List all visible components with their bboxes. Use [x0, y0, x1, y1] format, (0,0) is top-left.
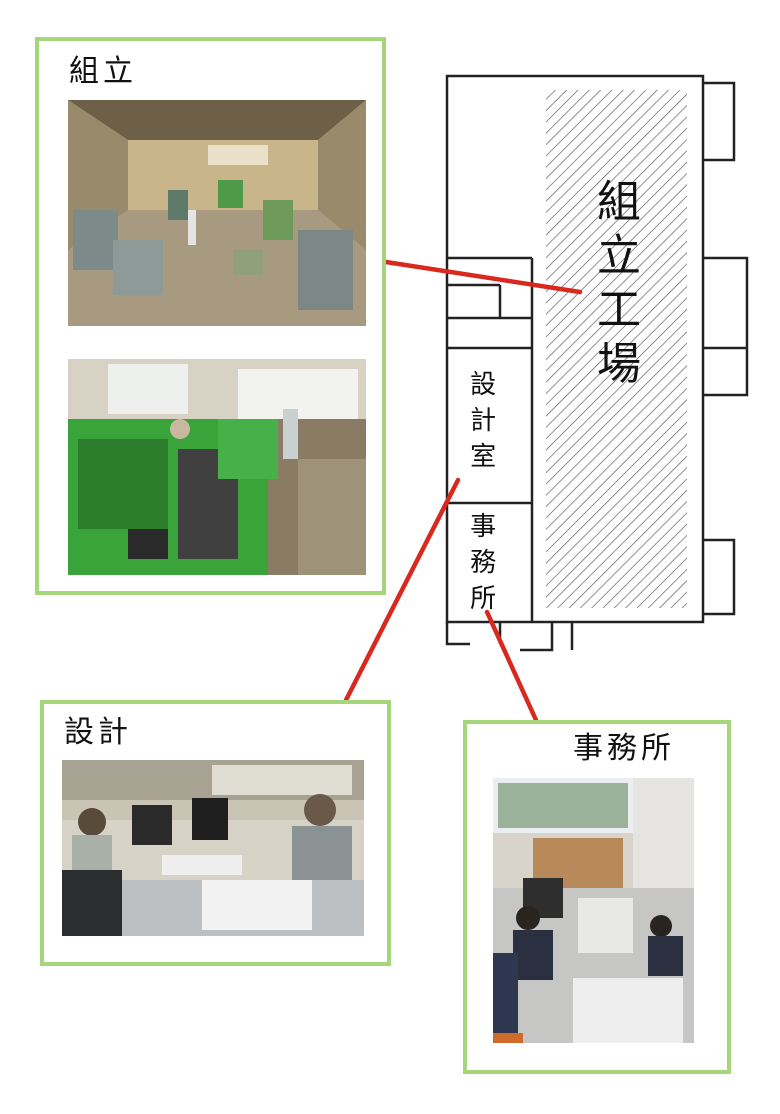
office-card: 事務所 [463, 720, 731, 1074]
annex-middle [703, 256, 749, 397]
assembly-connector [383, 259, 583, 295]
assembly-hall-area [546, 90, 687, 608]
assembly-card: 組立 [35, 37, 386, 595]
office-room-label: 事務所 [465, 512, 496, 620]
machine-photo [68, 359, 366, 575]
office-photo [493, 778, 694, 1043]
office-card-title: 事務所 [573, 731, 675, 766]
office-connector [484, 609, 539, 723]
design-card: 設計 [40, 700, 391, 966]
annex-bottom [703, 538, 736, 616]
annex-top [703, 81, 736, 162]
assembly-card-title: 組立 [69, 54, 137, 89]
factory-photo [68, 100, 366, 326]
design-room-label: 設計室 [465, 370, 496, 478]
design-connector [343, 477, 461, 703]
assembly-hall-label: 組立工場 [589, 178, 640, 394]
design-card-title: 設計 [64, 715, 132, 750]
design-office-photo [62, 760, 364, 936]
